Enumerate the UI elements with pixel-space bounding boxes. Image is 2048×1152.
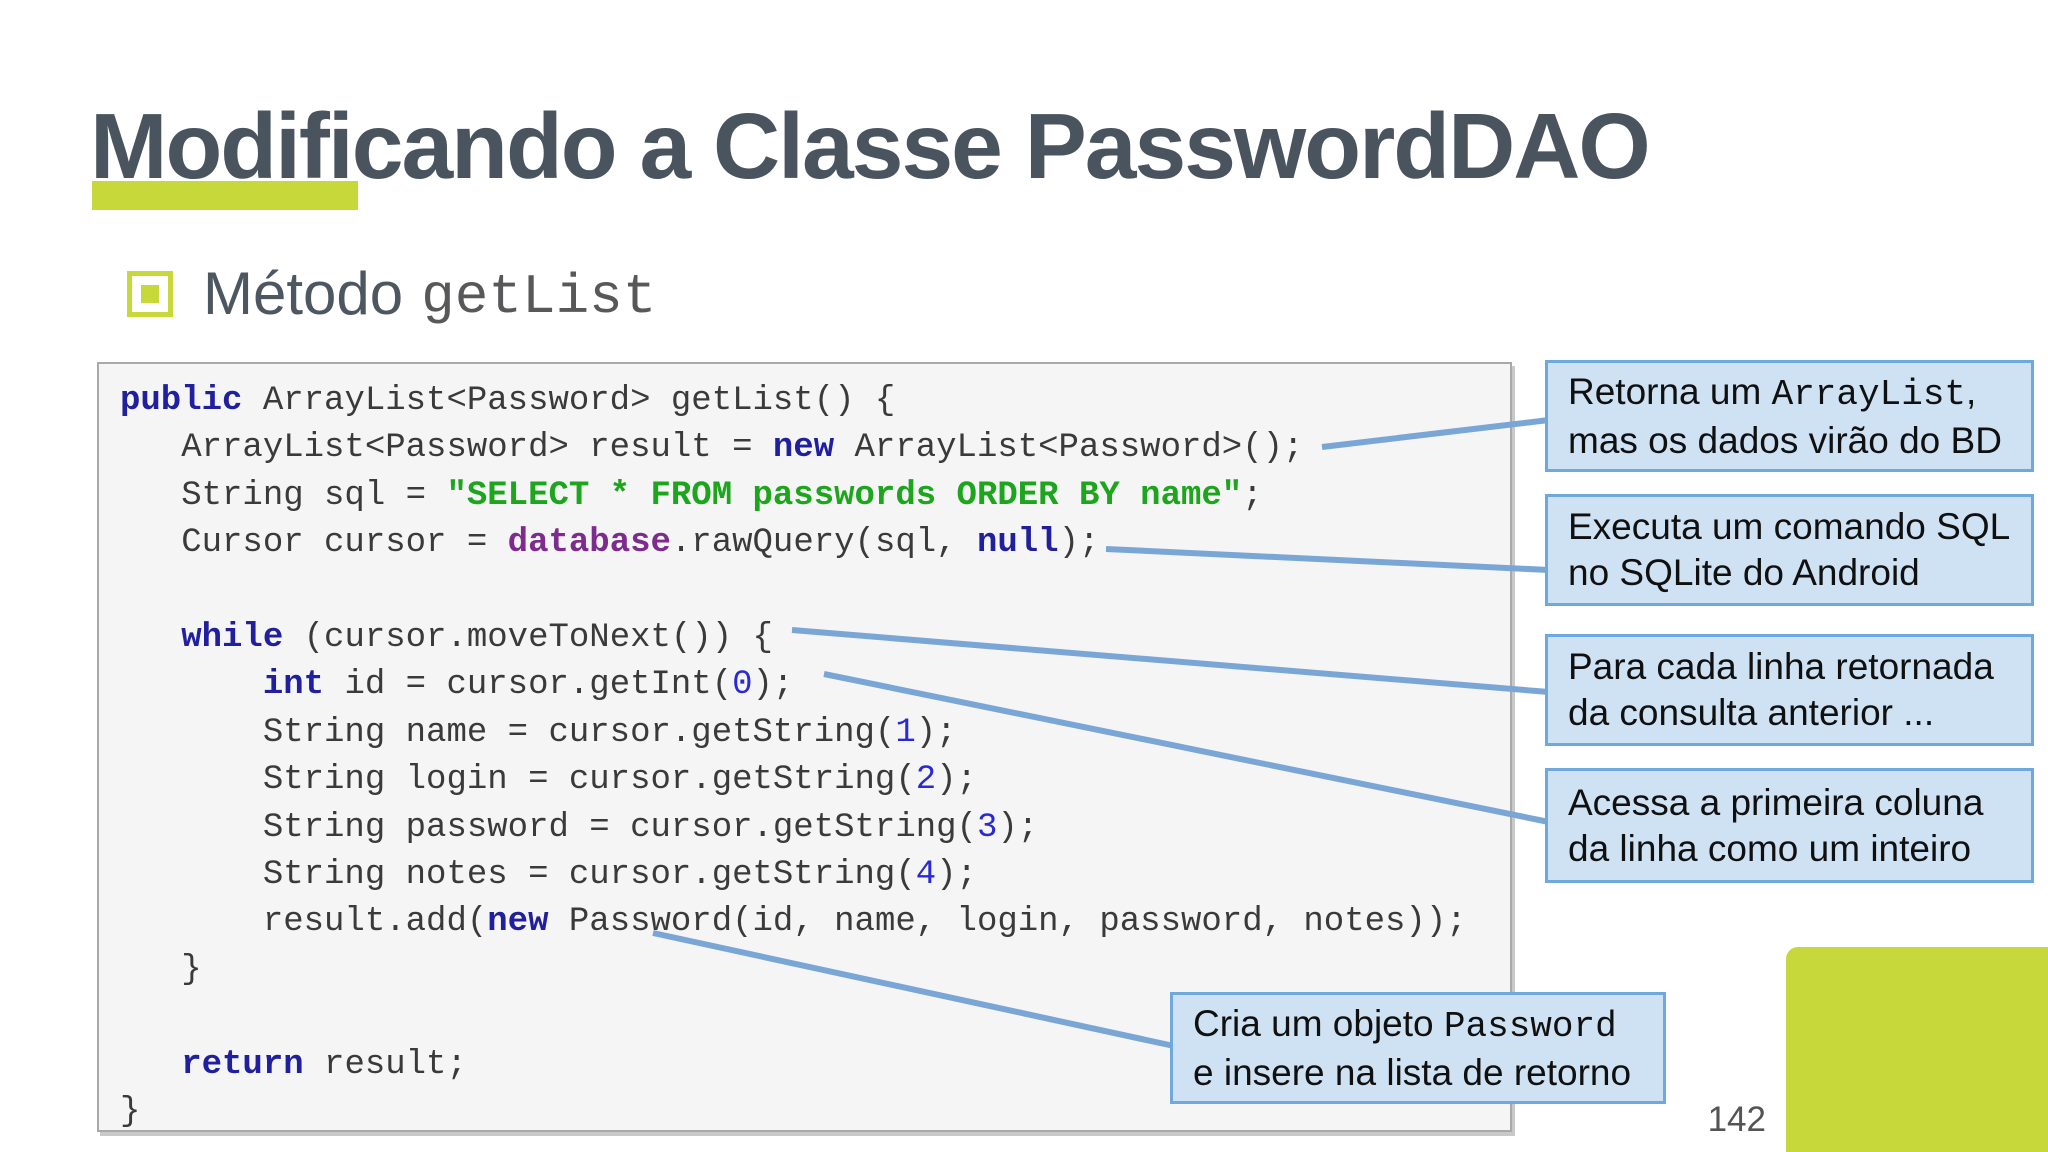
code-line: Cursor cursor = database.rawQuery(sql, n… (120, 524, 1100, 563)
title-accent-bar (92, 181, 358, 210)
green-accent-rect (1786, 947, 2048, 1152)
code-line: ArrayList<Password> result = new ArrayLi… (120, 429, 1304, 468)
callout-line: no SQLite do Android (1568, 552, 1920, 593)
callout-line: Para cada linha retornada (1568, 646, 1994, 687)
code-line: int id = cursor.getInt(0); (262, 666, 794, 705)
bullet-label: Método (203, 260, 404, 327)
page-number: 142 (1707, 1100, 1766, 1139)
code-line: String notes = cursor.getString(4); (120, 856, 977, 895)
code-line: return result; (181, 1045, 467, 1084)
bullet-code-term: getList (421, 265, 657, 329)
code-line: String password = cursor.getString(3); (120, 808, 1039, 847)
code-line: String login = cursor.getString(2); (120, 761, 977, 800)
code-line: } (120, 950, 202, 989)
callout-line: Retorna um ArrayList, (1568, 370, 1977, 415)
callout-line: Cria um objeto Password (1193, 1002, 1617, 1047)
callout-line: mas os dados virão do BD (1568, 419, 2002, 461)
bullet-item: Método getList (127, 260, 657, 329)
callout-line: e insere na lista de retorno (1193, 1051, 1632, 1093)
callout-line: Executa um comando SQL (1568, 506, 2011, 547)
callout-retorna-arraylist: Retorna um ArrayList,mas os dados virão … (1545, 360, 2034, 472)
code-line: result.add(new Password(id, name, login,… (120, 903, 1467, 942)
callout-para-cada-linha: Para cada linha retornada da consulta ant… (1545, 634, 2034, 746)
callout-line: da linha como um inteiro (1568, 827, 1972, 869)
code-line: String sql = "SELECT * FROM passwords OR… (120, 476, 1263, 515)
code-line: public ArrayList<Password> getList() { (120, 382, 896, 420)
code-line: String name = cursor.getString(1); (120, 713, 957, 752)
callout-executa-sql: Executa um comando SQL no SQLite do Andro… (1545, 494, 2034, 606)
callout-line: da consulta anterior ... (1568, 692, 1935, 733)
page-title: Modificando a Classe PasswordDAO (90, 94, 1651, 199)
square-bullet-inner (141, 285, 159, 303)
square-bullet-icon (127, 271, 173, 317)
code-line: while (cursor.moveToNext()) { (181, 619, 773, 658)
code-line (120, 568, 1510, 615)
code-line: } (120, 1093, 141, 1132)
callout-line: Acessa a primeira coluna (1568, 781, 1984, 823)
